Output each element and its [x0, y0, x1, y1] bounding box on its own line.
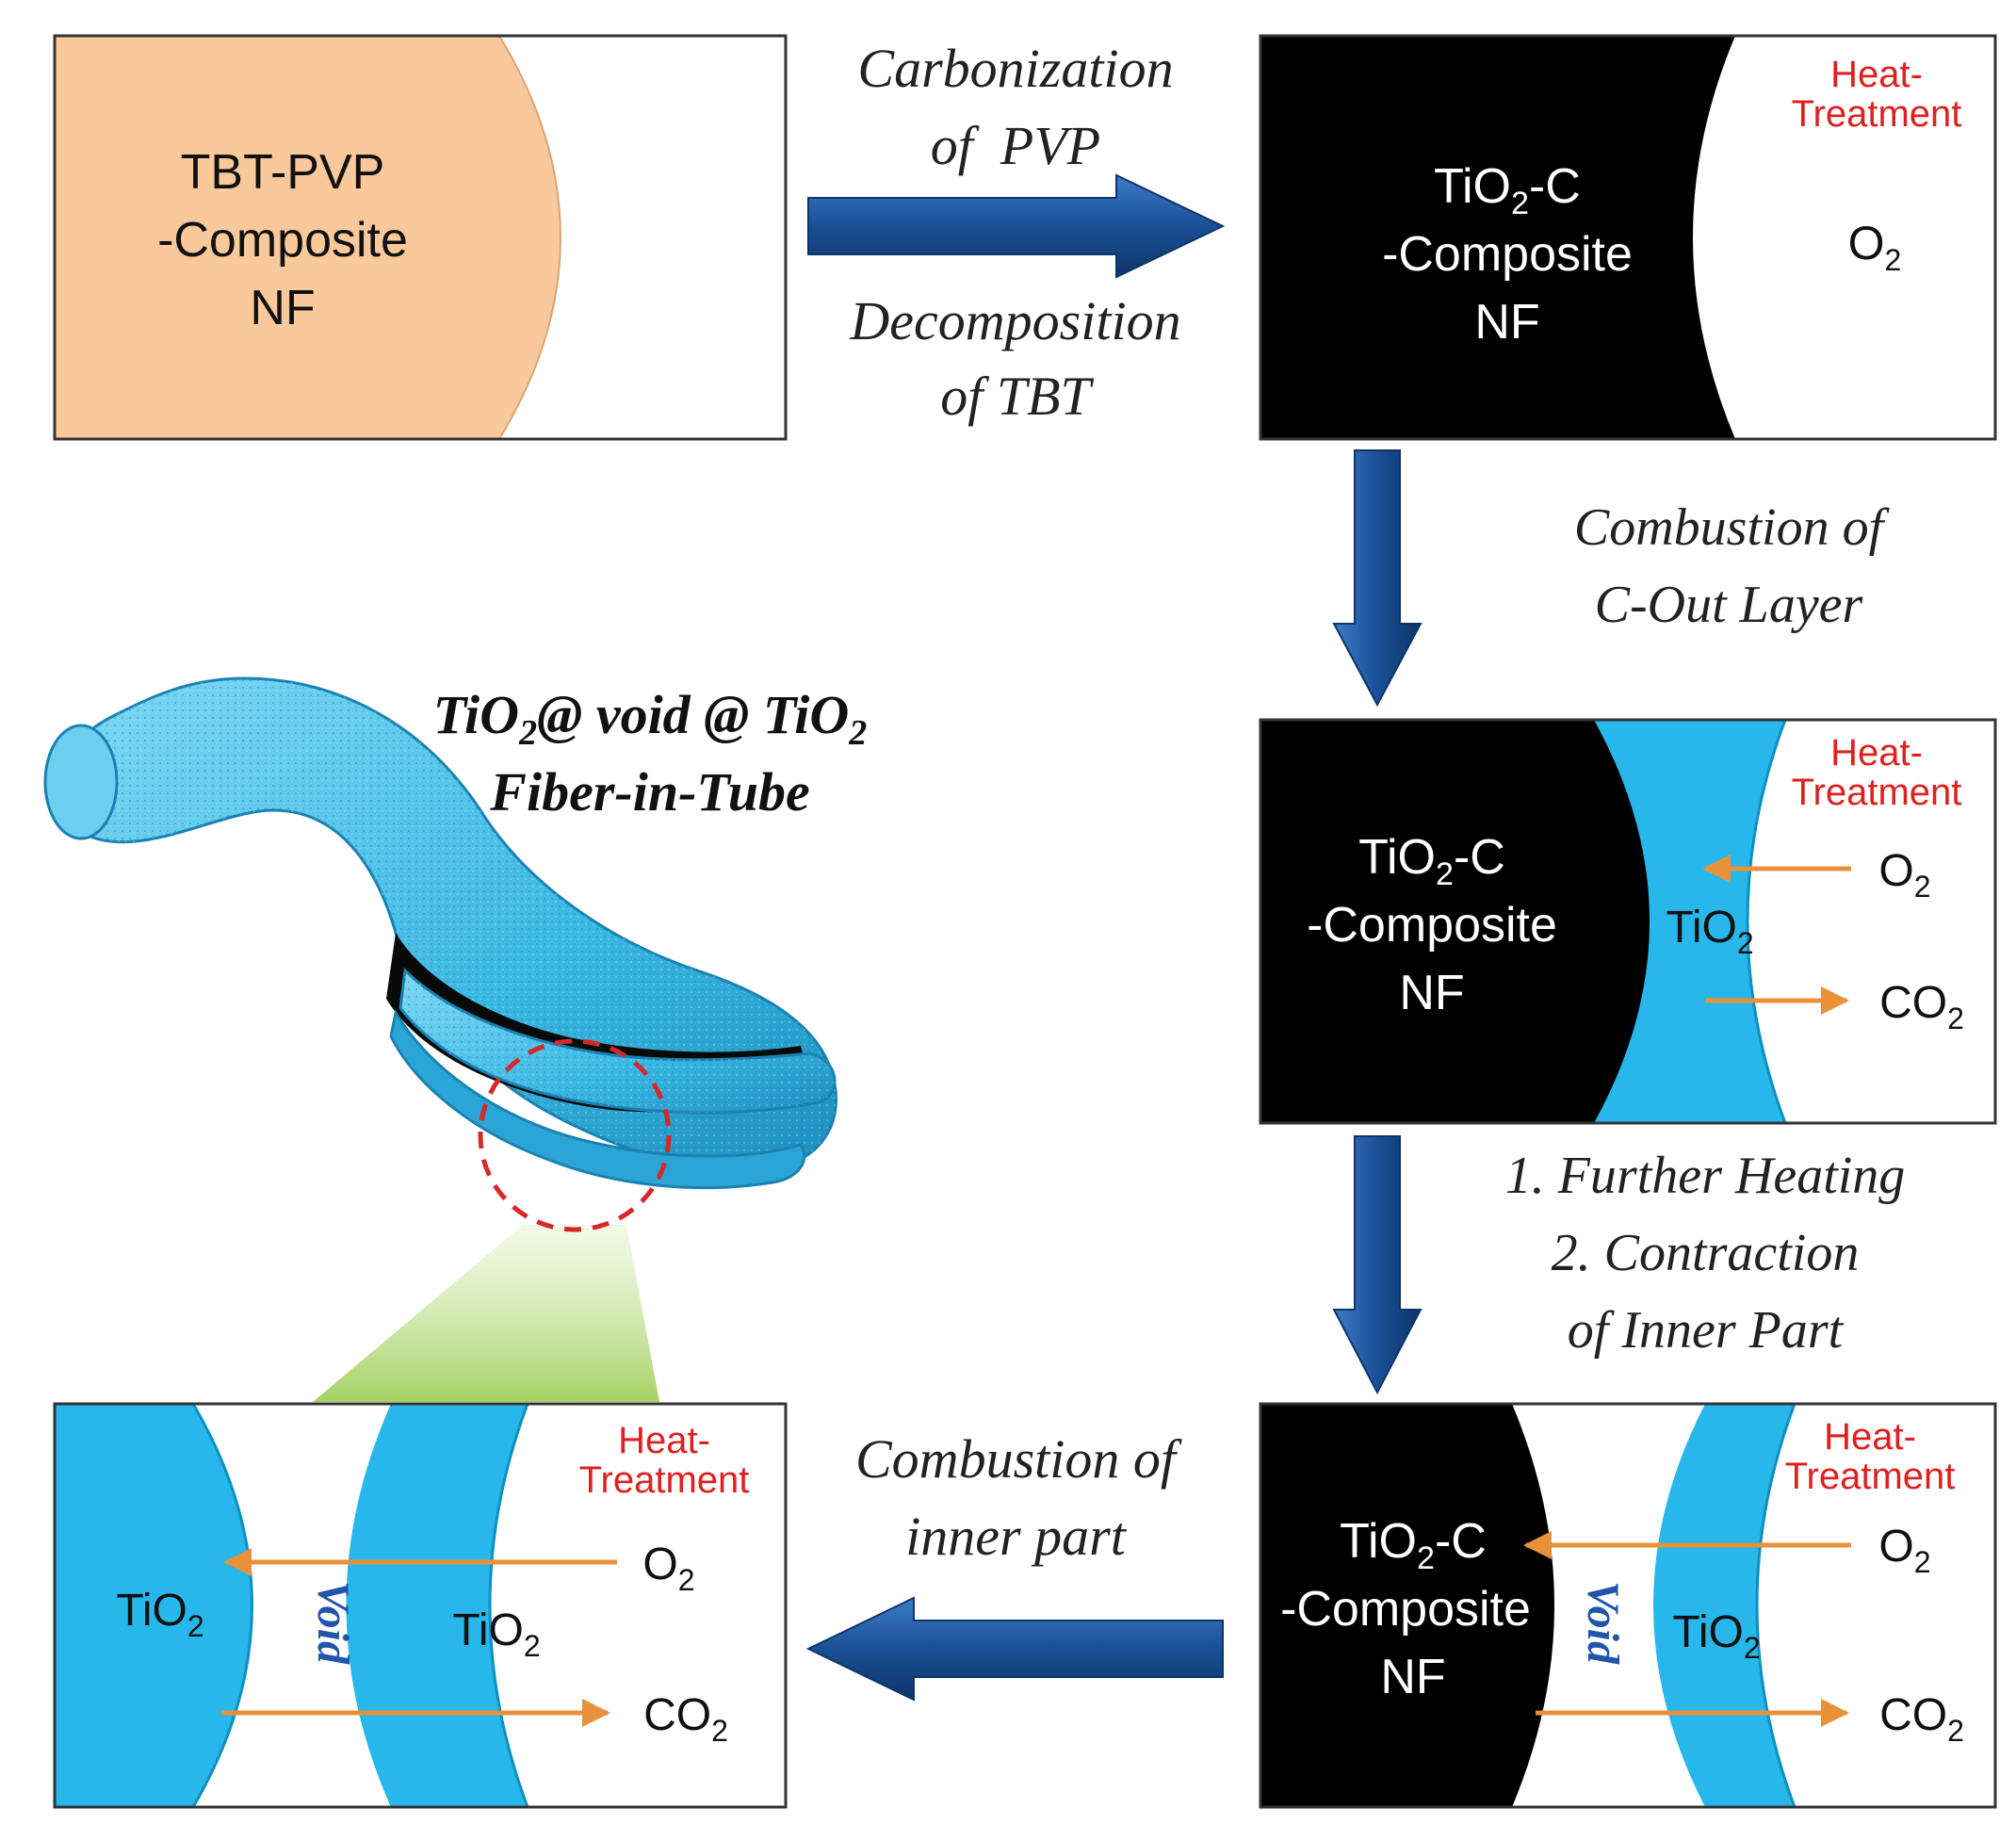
co2-label: CO2	[643, 1690, 728, 1748]
core-tio2-label: TiO2	[116, 1586, 203, 1643]
core-label-line3: NF	[1380, 1650, 1445, 1704]
panel-tio2-c-composite: TiO2-C -Composite NF Heat- Treatment O2	[1259, 34, 1997, 441]
void-label: Void	[1578, 1581, 1628, 1665]
panel-core-void-shell: TiO2-C -Composite NF Void TiO2 Heat- Tre…	[1259, 1402, 1997, 1809]
down-arrow	[1332, 449, 1423, 708]
core-label-line1: TiO2-C	[1340, 1514, 1487, 1576]
step4-label-1: Combustion of	[855, 1428, 1182, 1490]
step2-label-1: Combustion of	[1574, 498, 1891, 557]
core-label-line2: -Composite	[1307, 898, 1557, 953]
polymer-nanofiber-region	[55, 36, 561, 439]
title-line1: TiO2@ void @ TiO2	[433, 684, 867, 753]
step4-label-2: inner part	[905, 1506, 1128, 1567]
core-label-line3: NF	[1399, 966, 1464, 1020]
heat-treatment-label-2: Treatment	[1792, 93, 1962, 135]
panel-fiber-in-tube: TiO2 Void TiO2 Heat- Treatment O2 CO2	[53, 1402, 788, 1809]
panel-core-shell: TiO2-C -Composite NF TiO2 Heat- Treatmen…	[1259, 718, 1997, 1125]
tube-texture	[56, 678, 837, 1171]
panel-border	[1259, 718, 1997, 1125]
shell-label: TiO2	[1666, 903, 1753, 960]
process-step-4: Combustion of inner part	[805, 1428, 1224, 1702]
panel-border	[1259, 1402, 1997, 1809]
panel-border	[53, 1402, 788, 1809]
panel-tbt-pvp: TBT-PVP -Composite NF	[53, 34, 788, 441]
left-arrow	[805, 1596, 1224, 1702]
heat-treatment-label-1: Heat-	[618, 1420, 710, 1461]
heat-treatment-label-1: Heat-	[1830, 732, 1923, 774]
composite-label-line3: NF	[250, 281, 315, 335]
zoom-circle	[478, 1038, 672, 1232]
zoom-beam	[313, 1225, 659, 1402]
outer-tube-lip	[389, 1008, 806, 1190]
heat-treatment-label-2: Treatment	[1792, 772, 1962, 813]
step1-label-below-1: Decomposition	[849, 290, 1180, 351]
carbon-core-region	[1260, 36, 1735, 439]
core-label-line3: NF	[1474, 295, 1539, 350]
carbon-core-region	[1260, 1404, 1554, 1807]
oxygen-label: O2	[642, 1540, 694, 1597]
carbon-core-region	[1260, 720, 1650, 1123]
fiber-in-tube-title: TiO2@ void @ TiO2 Fiber-in-Tube	[433, 684, 867, 823]
step1-label-below-2: of TBT	[940, 366, 1094, 427]
step3-label-3: of Inner Part	[1568, 1301, 1845, 1360]
fiber-in-tube-illustration	[43, 676, 837, 1232]
step1-label-above-1: Carbonization	[857, 38, 1173, 99]
heat-treatment-label-1: Heat-	[1830, 54, 1923, 95]
oxygen-label: O2	[1878, 846, 1930, 904]
down-arrow	[1332, 1135, 1423, 1395]
tube-end-cap	[43, 724, 119, 840]
step3-label-1: 1. Further Heating	[1505, 1147, 1906, 1205]
process-step-3: 1. Further Heating 2. Contraction of Inn…	[1332, 1135, 1906, 1395]
heat-treatment-label-2: Treatment	[1785, 1456, 1956, 1497]
composite-label-line1: TBT-PVP	[181, 145, 385, 200]
heat-treatment-label-1: Heat-	[1824, 1416, 1916, 1458]
shell-tio2-label: TiO2	[452, 1605, 540, 1663]
heat-treatment-label-2: Treatment	[579, 1459, 750, 1501]
core-label-line2: -Composite	[1382, 227, 1633, 282]
shell-label: TiO2	[1672, 1607, 1760, 1665]
oxygen-label: O2	[1848, 217, 1902, 277]
inner-fiber-texture	[400, 970, 836, 1114]
core-label-line2: -Composite	[1280, 1582, 1531, 1637]
co2-label: CO2	[1879, 1690, 1964, 1748]
composite-label-line2: -Composite	[157, 213, 408, 268]
process-step-2: Combustion of C-Out Layer	[1332, 449, 1891, 708]
process-step-1: Carbonization of PVP Decomposition of TB…	[807, 38, 1226, 427]
step2-label-2: C-Out Layer	[1595, 576, 1863, 634]
core-label-line1: TiO2-C	[1358, 830, 1505, 892]
co2-label: CO2	[1879, 978, 1964, 1035]
title-line2: Fiber-in-Tube	[489, 761, 809, 823]
core-label-line1: TiO2-C	[1434, 159, 1581, 221]
panel-border	[1259, 34, 1997, 441]
oxygen-label: O2	[1878, 1522, 1930, 1579]
void-label: Void	[308, 1581, 358, 1665]
right-arrow	[807, 173, 1226, 279]
panel-border	[53, 34, 788, 441]
step1-label-above-2: of PVP	[931, 115, 1100, 176]
step3-label-2: 2. Contraction	[1552, 1224, 1860, 1282]
tio2-core-region	[55, 1404, 253, 1807]
